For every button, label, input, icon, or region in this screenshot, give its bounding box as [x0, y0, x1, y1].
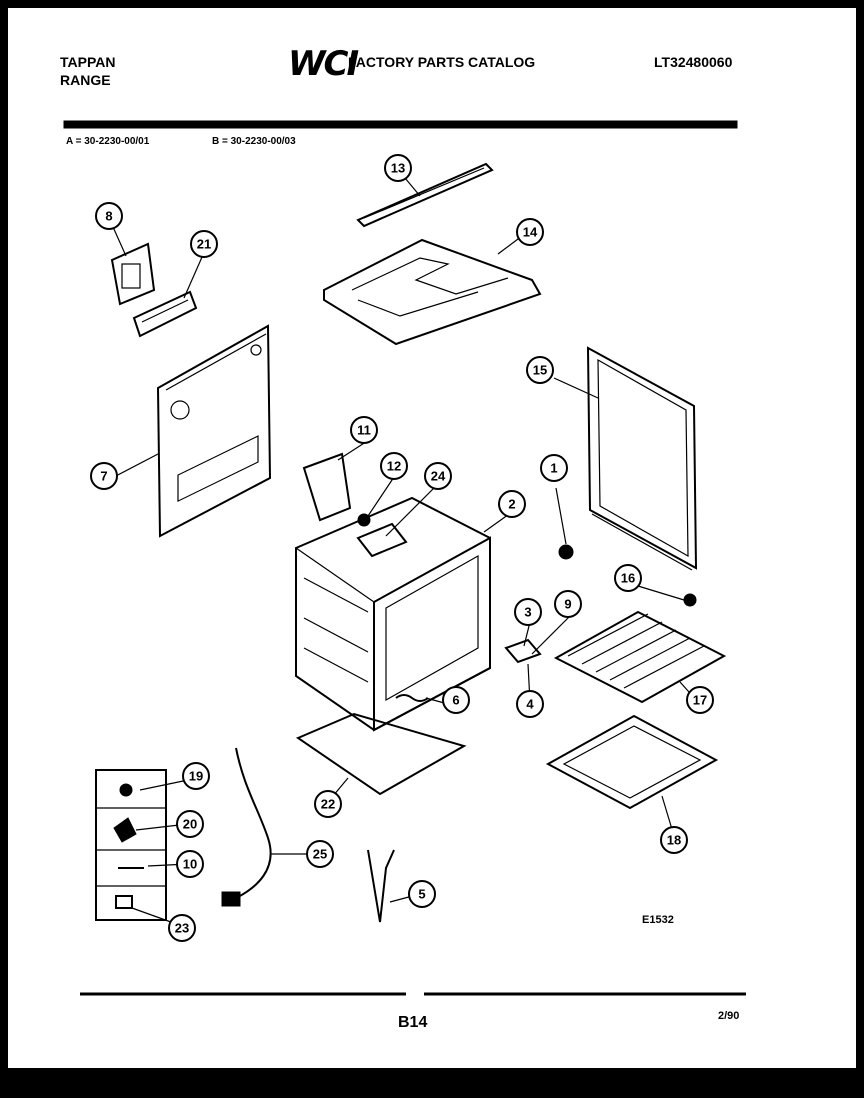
svg-text:10: 10	[183, 857, 197, 872]
date-code: 2/90	[718, 1010, 740, 1022]
svg-text:24: 24	[431, 469, 446, 484]
callout-2: 2	[498, 490, 526, 518]
svg-text:18: 18	[667, 833, 681, 848]
svg-text:11: 11	[357, 423, 371, 438]
callout-14: 14	[516, 218, 544, 246]
svg-text:20: 20	[183, 817, 197, 832]
model-b-label: B = 30-2230-00/03	[212, 136, 296, 147]
callout-5: 5	[408, 880, 436, 908]
callout-7: 7	[90, 462, 118, 490]
callout-22: 22	[314, 790, 342, 818]
catalog-part-number: LT32480060	[654, 54, 733, 70]
callout-10: 10	[176, 850, 204, 878]
part-8-bracket	[110, 242, 156, 306]
product-type: RANGE	[60, 72, 111, 88]
callout-25: 25	[306, 840, 334, 868]
svg-text:12: 12	[387, 459, 401, 474]
svg-text:6: 6	[452, 693, 459, 708]
callout-12: 12	[380, 452, 408, 480]
svg-text:22: 22	[321, 797, 335, 812]
callout-16: 16	[614, 564, 642, 592]
part-1-knob	[558, 544, 574, 560]
svg-text:7: 7	[100, 469, 107, 484]
svg-text:16: 16	[621, 571, 635, 586]
wci-logo: WCI	[288, 44, 359, 84]
diagram-code: E1532	[642, 914, 674, 926]
part-21-small-panel	[132, 290, 198, 338]
callout-20: 20	[176, 810, 204, 838]
svg-text:3: 3	[524, 605, 531, 620]
part-16-foot	[683, 593, 697, 607]
model-a-label: A = 30-2230-00/01	[66, 136, 150, 147]
callout-1: 1	[540, 454, 568, 482]
svg-text:14: 14	[523, 225, 538, 240]
svg-text:13: 13	[391, 161, 405, 176]
exploded-parts-diagram: 1 2 3 4 5 6 7 8 9 10 11 12 13 14 15 16 1…	[63, 120, 746, 996]
callout-3: 3	[514, 598, 542, 626]
callout-17: 17	[686, 686, 714, 714]
part-24-cover	[356, 522, 408, 558]
svg-text:17: 17	[693, 693, 707, 708]
svg-text:2: 2	[508, 497, 515, 512]
catalog-title: FACTORY PARTS CATALOG	[348, 54, 536, 70]
callout-13: 13	[384, 154, 412, 182]
svg-text:8: 8	[105, 209, 112, 224]
part-5-wire-harness	[367, 849, 395, 923]
part-2-oven-body	[295, 496, 491, 732]
parts-catalog-page: TAPPAN RANGE WCI FACTORY PARTS CATALOG L…	[8, 8, 856, 1068]
part-3-hinge	[504, 638, 542, 664]
callout-23: 23	[168, 914, 196, 942]
callout-21: 21	[190, 230, 218, 258]
brand-name: TAPPAN	[60, 54, 116, 70]
svg-text:1: 1	[550, 461, 557, 476]
svg-text:4: 4	[526, 697, 534, 712]
part-11-bracket	[302, 452, 352, 522]
part-17-oven-rack	[553, 610, 727, 704]
part-6-spring	[395, 694, 429, 702]
page-number: B14	[398, 1014, 428, 1031]
svg-text:21: 21	[197, 237, 211, 252]
callout-19: 19	[182, 762, 210, 790]
svg-text:15: 15	[533, 363, 547, 378]
part-7-back-panel	[156, 324, 272, 538]
part-18-broiler-pan	[545, 714, 719, 810]
svg-text:9: 9	[564, 597, 571, 612]
svg-text:5: 5	[418, 887, 425, 902]
hardware-group-box	[95, 769, 167, 921]
callout-15: 15	[526, 356, 554, 384]
svg-text:25: 25	[313, 847, 327, 862]
part-25-power-cord	[221, 747, 272, 907]
callout-24: 24	[424, 462, 452, 490]
part-15-door-frame	[586, 346, 698, 571]
callout-18: 18	[660, 826, 688, 854]
callout-8: 8	[95, 202, 123, 230]
callout-6: 6	[442, 686, 470, 714]
callout-11: 11	[350, 416, 378, 444]
part-22-bottom-panel	[295, 712, 467, 796]
callout-4: 4	[516, 690, 544, 718]
svg-text:23: 23	[175, 921, 189, 936]
callout-9: 9	[554, 590, 582, 618]
part-14-cooktop-panel	[323, 238, 542, 346]
svg-text:19: 19	[189, 769, 203, 784]
part-13-top-trim	[356, 162, 494, 228]
header-rule	[63, 120, 738, 129]
